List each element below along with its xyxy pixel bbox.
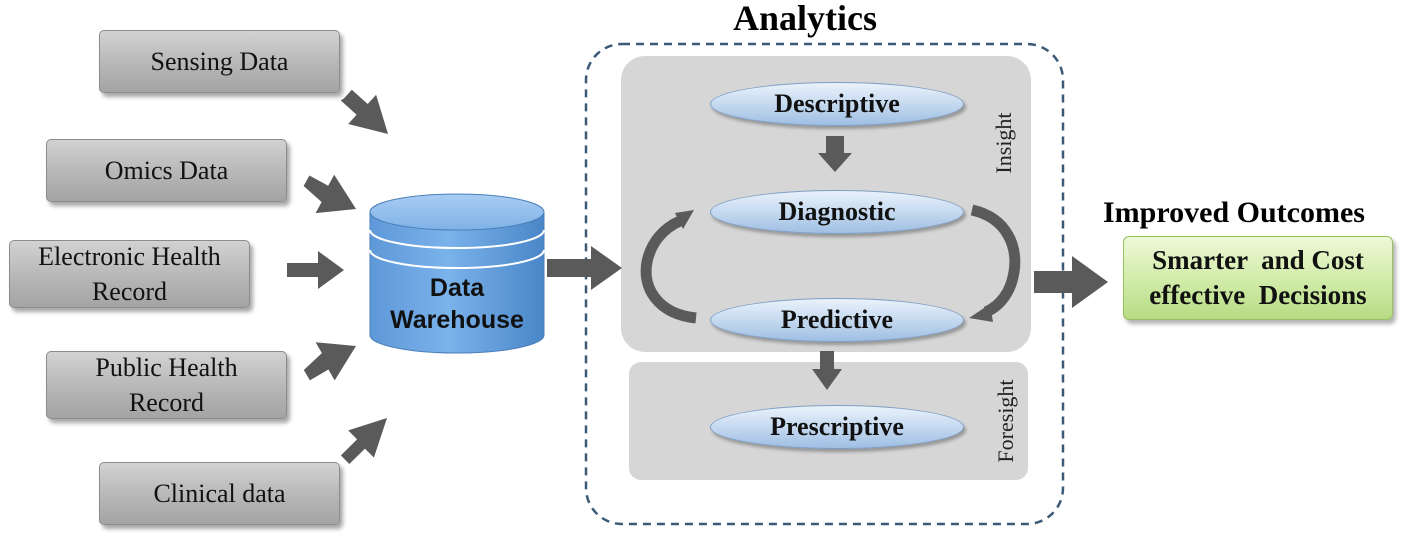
stage-descriptive: Descriptive (710, 82, 964, 126)
source-label: Omics Data (104, 156, 229, 185)
source-omics-data: Omics Data (46, 139, 287, 202)
source-label-line2: Record (128, 388, 205, 417)
arrow-omics-to-warehouse (303, 174, 356, 214)
source-label-line1: Electronic Health (38, 242, 221, 271)
arrow-analytics-to-outcomes (1034, 256, 1108, 308)
curved-arrow-diagnostic-to-predictive (970, 204, 1021, 318)
source-label: Clinical data (153, 479, 286, 508)
data-warehouse-label: Data Warehouse (370, 272, 544, 336)
analytics-title: Analytics (733, 0, 877, 38)
curved-arrow-left-head (675, 210, 694, 229)
outcomes-title: Improved Outcomes (1103, 196, 1365, 229)
source-label-line1: Public Health (95, 353, 238, 382)
warehouse-label-line1: Data (429, 274, 485, 302)
source-public-health-record: Public Health Record (46, 351, 287, 419)
source-sensing-data: Sensing Data (99, 30, 340, 93)
stage-diagnostic: Diagnostic (710, 190, 964, 234)
data-warehouse-cylinder (369, 193, 545, 354)
curved-arrow-predictive-to-diagnostic (640, 215, 697, 324)
outcome-line2: effective Decisions (1149, 280, 1367, 310)
source-clinical-data: Clinical data (99, 462, 340, 525)
foresight-label: Foresight (993, 379, 1018, 463)
source-label: Sensing Data (150, 47, 289, 76)
stage-prescriptive: Prescriptive (710, 405, 964, 449)
outcome-box: Smarter and Cost effective Decisions (1123, 236, 1393, 320)
arrow-predictive-to-prescriptive (812, 351, 842, 390)
insight-label: Insight (991, 112, 1016, 174)
arrow-sensing-to-warehouse (340, 89, 388, 134)
arrow-clinical-to-warehouse (340, 418, 387, 464)
source-label-line2: Record (91, 277, 168, 306)
arrow-public-to-warehouse (303, 342, 356, 381)
outcome-line1: Smarter and Cost (1152, 245, 1364, 275)
source-electronic-health-record: Electronic Health Record (9, 240, 250, 308)
warehouse-label-line2: Warehouse (390, 306, 524, 334)
arrow-ehr-to-warehouse (287, 251, 344, 289)
arrow-descriptive-to-diagnostic (818, 136, 852, 172)
curved-arrow-right-head (969, 304, 993, 322)
stage-predictive: Predictive (710, 298, 964, 342)
arrow-warehouse-to-analytics (547, 246, 622, 290)
